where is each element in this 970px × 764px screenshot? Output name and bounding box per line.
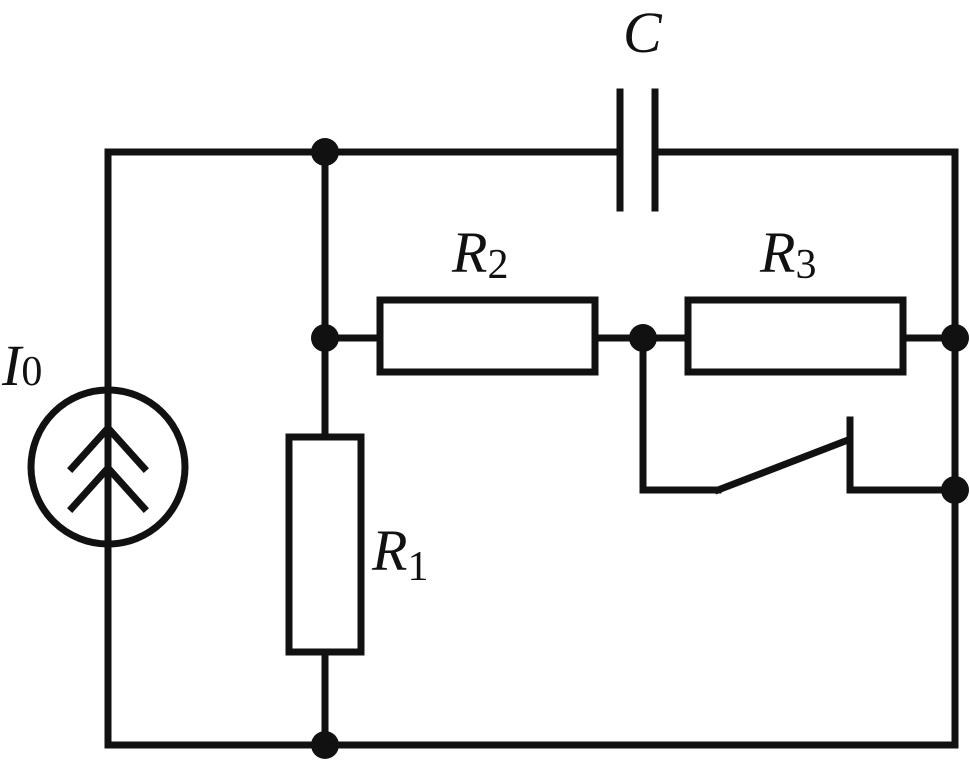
label-r1-subscript: 1 [407,544,428,590]
current-source-arrow-upper [67,422,149,473]
node-right-mid [941,324,969,352]
label-r2-symbol: R [451,220,487,285]
resistor-r1 [285,433,365,656]
capacitor [616,88,659,212]
node-left-mid [311,324,339,352]
label-r1-symbol: R [371,518,407,583]
current-source [27,386,189,548]
current-source-arrow-lower [67,462,149,513]
label-r2-subscript: 2 [487,242,508,288]
label-r3-symbol: R [759,220,795,285]
wire-switch-right [846,416,959,494]
resistor-r3 [684,296,907,376]
node-right-switch [941,476,969,504]
wire-left-loop [104,148,622,394]
label-source-subscript: 0 [21,349,42,395]
label-capacitor: C [623,0,663,65]
node-bottom [311,731,339,759]
wire-switch-left [639,334,722,494]
resistor-r2 [376,296,599,376]
label-source: I0 [1,333,42,398]
label-r1: R1 [371,518,428,590]
wire-top-right [104,148,959,749]
label-r3: R3 [759,220,816,288]
node-top [311,138,339,166]
label-r3-subscript: 3 [795,242,816,288]
label-r2: R2 [451,220,508,288]
label-source-symbol: I [1,333,24,398]
node-center-mid [629,324,657,352]
switch-blade [713,435,853,495]
nodes [311,138,969,759]
